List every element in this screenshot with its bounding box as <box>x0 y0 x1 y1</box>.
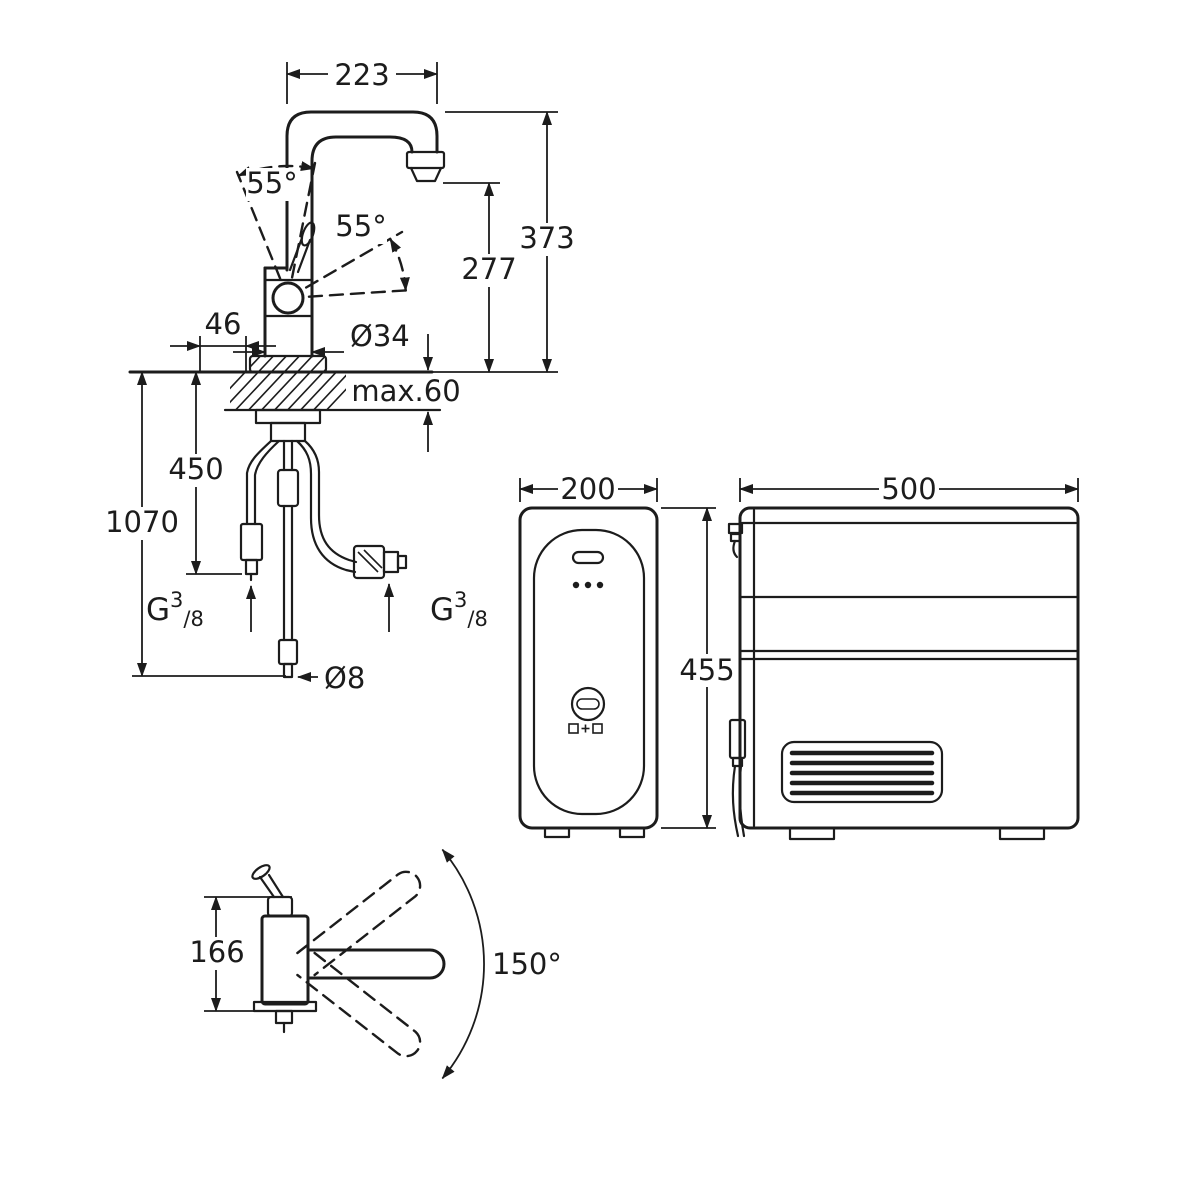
dim-outlet-height: 277 <box>443 182 523 373</box>
faucet-top-view: 166 150° <box>186 848 562 1080</box>
thread-size-left: G3/8 <box>146 585 256 632</box>
dim-spout-profile-height: 166 <box>186 896 300 1012</box>
dim-spout-reach: 223 <box>286 58 438 104</box>
cooler-front-view: 200 455 <box>518 472 737 839</box>
check-valve-fitting <box>352 544 408 580</box>
dim-cooler-width: 200 <box>519 472 658 506</box>
dim-pullout-hose-length-label: 1070 <box>105 505 179 539</box>
faucet-body <box>263 221 316 358</box>
dim-hose-diameter-label: Ø8 <box>324 661 365 695</box>
spout-outline <box>285 110 446 272</box>
dim-cooler-height: 455 <box>661 507 737 829</box>
cooler-handle <box>571 550 605 565</box>
side-top-connector <box>727 522 744 559</box>
dim-hose-diameter: Ø8 <box>297 661 365 695</box>
dim-total-height-label: 373 <box>519 221 574 255</box>
dim-outlet-height-label: 277 <box>461 252 516 286</box>
dim-cooler-depth: 500 <box>739 472 1079 506</box>
cooler-side-foot-right <box>998 826 1046 841</box>
cooler-front-foot-left <box>543 826 571 839</box>
ball-joint <box>271 281 305 315</box>
dim-lever-offset-label: 46 <box>205 307 242 341</box>
dim-spout-profile-height-label: 166 <box>189 935 244 969</box>
mounting-and-hoses <box>239 408 408 679</box>
dim-pullout-hose-length: 1070 <box>105 371 286 677</box>
dim-body-diameter: Ø34 <box>233 319 410 357</box>
thread-size-right-label: G3/8 <box>430 588 488 631</box>
lever-handle <box>288 221 316 274</box>
cooler-side-foot-left <box>788 826 836 841</box>
dim-max-deck-thickness: max.60 <box>351 334 461 452</box>
dim-body-diameter-label: Ø34 <box>350 319 410 353</box>
cooler-front-foot-right <box>618 826 646 839</box>
swivel-arm-up <box>296 870 422 977</box>
deck-hatch <box>230 356 346 410</box>
thread-right-prefix: G <box>430 592 454 628</box>
swivel-arm-down <box>296 951 422 1058</box>
dim-supply-hose-length: 450 <box>167 371 242 575</box>
dim-max-deck-thickness-label: max.60 <box>351 374 460 408</box>
dim-total-height: 373 <box>445 111 581 373</box>
dim-supply-hose-length-label: 450 <box>168 452 223 486</box>
angle-lever-back-label: 55° <box>246 166 297 200</box>
angle-lever-front-label: 55° <box>335 209 386 243</box>
thread-size-right: G3/8 <box>384 583 488 632</box>
angle-swivel-label: 150° <box>492 947 562 981</box>
vent-grille <box>780 740 944 804</box>
thread-right-denominator: /8 <box>467 607 487 631</box>
swivel-arc <box>441 848 485 1080</box>
dim-cooler-height-label: 455 <box>679 653 734 687</box>
side-bottom-connector <box>728 718 747 838</box>
grohe-logo-icon <box>570 686 606 722</box>
thread-left-numerator: 3 <box>170 588 183 612</box>
thread-left-prefix: G <box>146 592 170 628</box>
faucet-front-view: 223 373 277 55° 55° 46 <box>105 58 581 695</box>
thread-right-numerator: 3 <box>454 588 467 612</box>
spout-arm <box>306 948 446 980</box>
cooler-side-view: 500 <box>727 472 1080 841</box>
dim-cooler-depth-label: 500 <box>881 472 936 506</box>
thread-size-left-label: G3/8 <box>146 588 204 631</box>
capacity-icons <box>568 723 603 734</box>
status-led-icons <box>572 581 604 589</box>
deck-section <box>128 354 558 412</box>
dim-cooler-width-label: 200 <box>560 472 615 506</box>
thread-left-denominator: /8 <box>183 607 203 631</box>
dim-spout-reach-label: 223 <box>334 58 389 92</box>
dim-lever-offset: 46 <box>170 307 276 372</box>
